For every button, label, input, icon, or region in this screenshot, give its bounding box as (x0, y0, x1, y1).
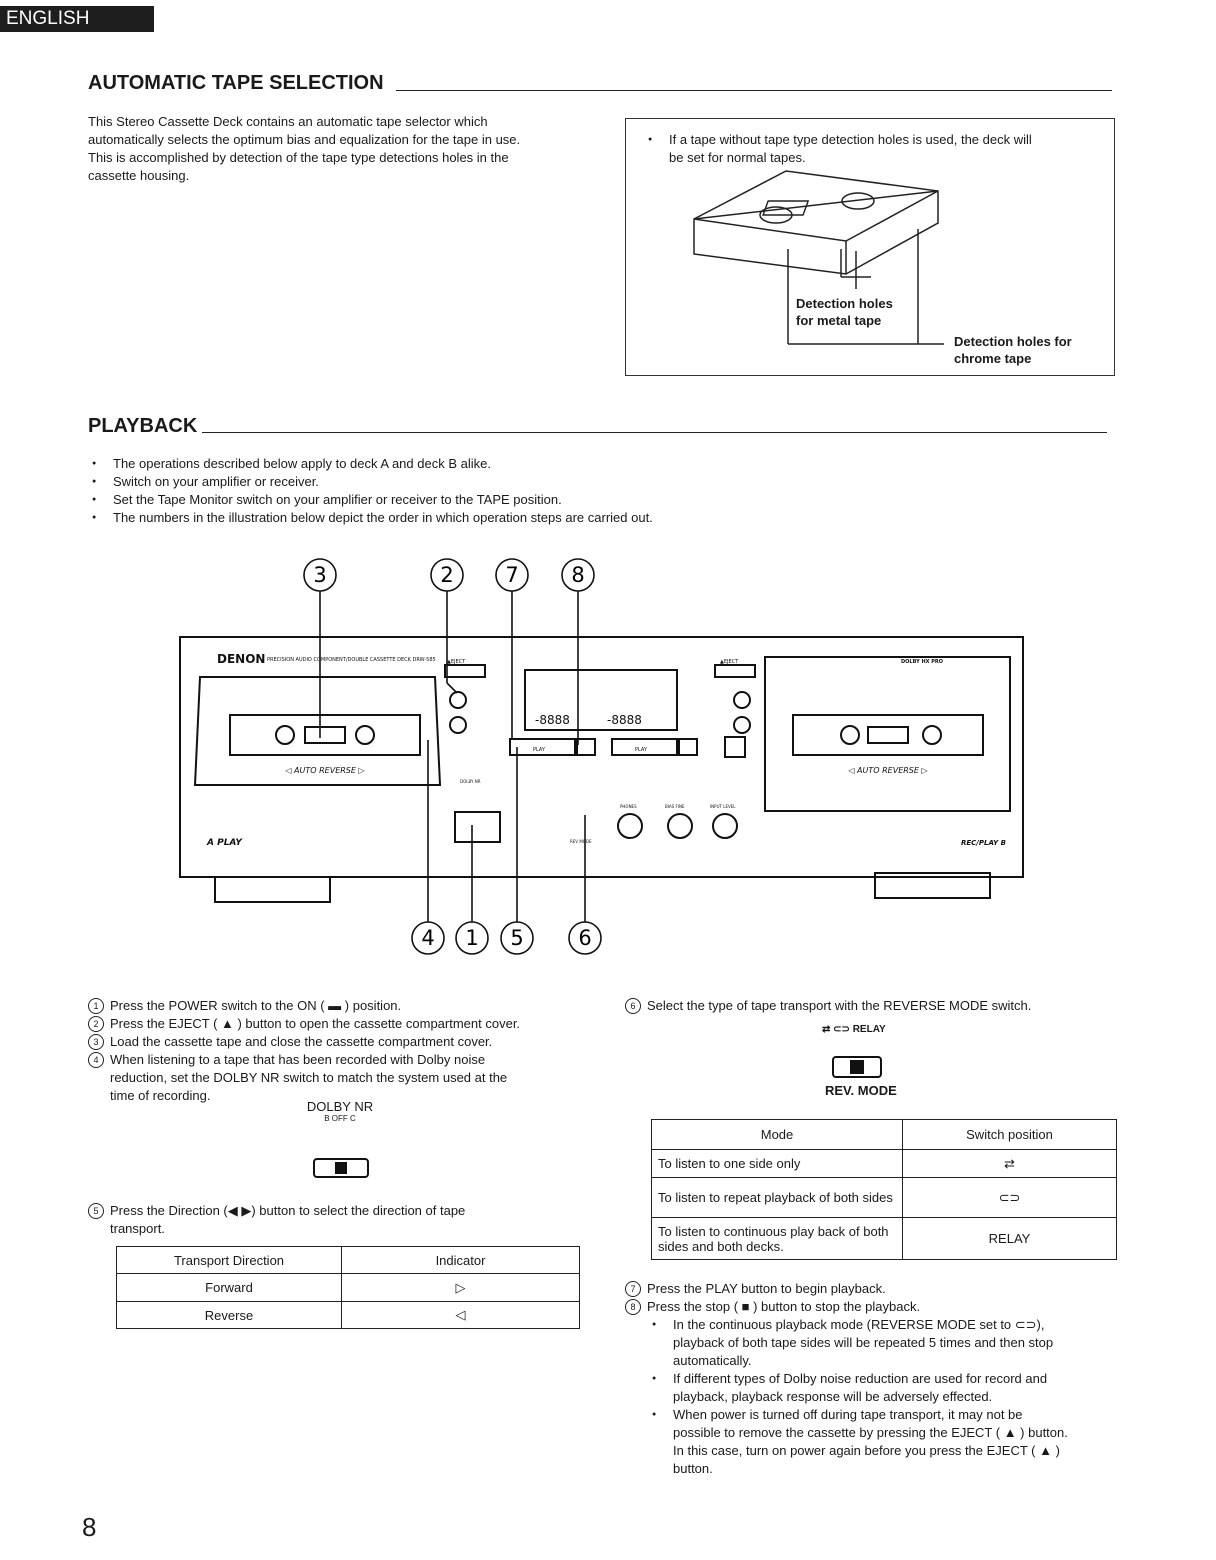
dolby-switch-label: DOLBY NR B OFF C (306, 1099, 374, 1123)
playback-bullets: The operations described below apply to … (88, 455, 1088, 527)
table-row: Reverse◁ (116, 1301, 580, 1329)
playback-bullet: The operations described below apply to … (88, 455, 1088, 473)
playback-bullet: The numbers in the illustration below de… (88, 509, 1088, 527)
callout-bottom: 6 (578, 926, 591, 950)
dolby-hx-label: DOLBY HX PRO (901, 659, 943, 665)
table-row: Forward▷ (116, 1273, 580, 1302)
phones-label: PHONES (620, 804, 637, 809)
deck-a-label: A PLAY (206, 838, 243, 848)
table-header: Mode (651, 1119, 903, 1150)
tape-note: If a tape without tape type detection ho… (644, 131, 1104, 167)
step-number: 4 (88, 1052, 104, 1068)
input-level-label: INPUT LEVEL (710, 804, 736, 809)
deck-model: PRECISION AUDIO COMPONENT/DOUBLE CASSETT… (267, 657, 436, 663)
step-number: 3 (88, 1034, 104, 1050)
counter-left: -8888 (535, 713, 570, 727)
playback-bullet: Set the Tape Monitor switch on your ampl… (88, 491, 1088, 509)
step-number: 2 (88, 1016, 104, 1032)
step-number: 5 (88, 1203, 104, 1219)
eject-label: ▲EJECT (720, 659, 739, 665)
step-number: 1 (88, 998, 104, 1014)
auto-reverse-b: ◁ AUTO REVERSE ▷ (847, 766, 928, 775)
auto-tape-body: This Stereo Cassette Deck contains an au… (88, 113, 588, 185)
table-row: To listen to continuous play back of bot… (651, 1217, 1117, 1260)
callout-bottom: 1 (465, 926, 478, 950)
note-item: When power is turned off during tape tra… (648, 1406, 1118, 1478)
switch-knob (335, 1162, 347, 1174)
section-title-playback: PLAYBACK (88, 415, 198, 437)
section-rule (202, 432, 1107, 433)
table-row: To listen to one side only⇄ (651, 1149, 1117, 1178)
callout-top: 2 (440, 563, 453, 587)
counter-right: -8888 (607, 713, 642, 727)
step-number: 6 (625, 998, 641, 1014)
play-label: PLAY (635, 747, 648, 753)
deck-illustration: 3 2 7 8 4 1 5 6 DENON PRECISION AUDIO C (179, 558, 1024, 955)
body-line: cassette housing. (88, 168, 190, 183)
deck-brand: DENON (217, 652, 265, 666)
step-number: 8 (625, 1299, 641, 1315)
dolby-label: DOLBY NR (460, 779, 481, 784)
language-tab: ENGLISH (0, 6, 154, 32)
eject-label: ▲EJECT (447, 659, 466, 665)
callout-top: 7 (505, 563, 518, 587)
tape-detection-box: If a tape without tape type detection ho… (625, 118, 1115, 376)
play-label: PLAY (533, 747, 546, 753)
step-8-notes: In the continuous playback mode (REVERSE… (648, 1316, 1118, 1478)
table-header: Switch position (902, 1119, 1117, 1150)
body-line: This is accomplished by detection of the… (88, 150, 509, 165)
table-row: To listen to repeat playback of both sid… (651, 1177, 1117, 1218)
tape-note-item: If a tape without tape type detection ho… (644, 131, 1104, 167)
auto-reverse-a: ◁ AUTO REVERSE ▷ (284, 766, 365, 775)
callout-top: 3 (313, 563, 326, 587)
step-number: 7 (625, 1281, 641, 1297)
switch-knob (850, 1060, 864, 1074)
page-number: 8 (82, 1512, 97, 1542)
callout-bottom: 5 (510, 926, 523, 950)
cassette-illustration (693, 170, 944, 345)
rev-mode-switch[interactable] (832, 1056, 882, 1078)
rev-mode-caption: REV. MODE (825, 1083, 897, 1098)
note-item: If different types of Dolby noise reduct… (648, 1370, 1118, 1406)
section-title-auto-tape: AUTOMATIC TAPE SELECTION (88, 72, 384, 94)
dolby-switch[interactable] (313, 1158, 369, 1178)
body-line: automatically selects the optimum bias a… (88, 132, 521, 147)
table-header: Indicator (341, 1246, 580, 1274)
rev-mode-label: REV MODE (570, 839, 592, 844)
callout-top: 8 (571, 563, 584, 587)
section-rule (396, 90, 1112, 91)
note-item: In the continuous playback mode (REVERSE… (648, 1316, 1118, 1370)
callout-bottom: 4 (421, 926, 434, 950)
body-line: This Stereo Cassette Deck contains an au… (88, 114, 488, 129)
deck-b-label: REC/PLAY B (961, 839, 1006, 847)
bias-label: BIAS FINE (665, 804, 685, 809)
rev-mode-positions: ⇄ ⊂⊃ RELAY (822, 1024, 886, 1035)
playback-bullet: Switch on your amplifier or receiver. (88, 473, 1088, 491)
table-header: Transport Direction (116, 1246, 342, 1274)
